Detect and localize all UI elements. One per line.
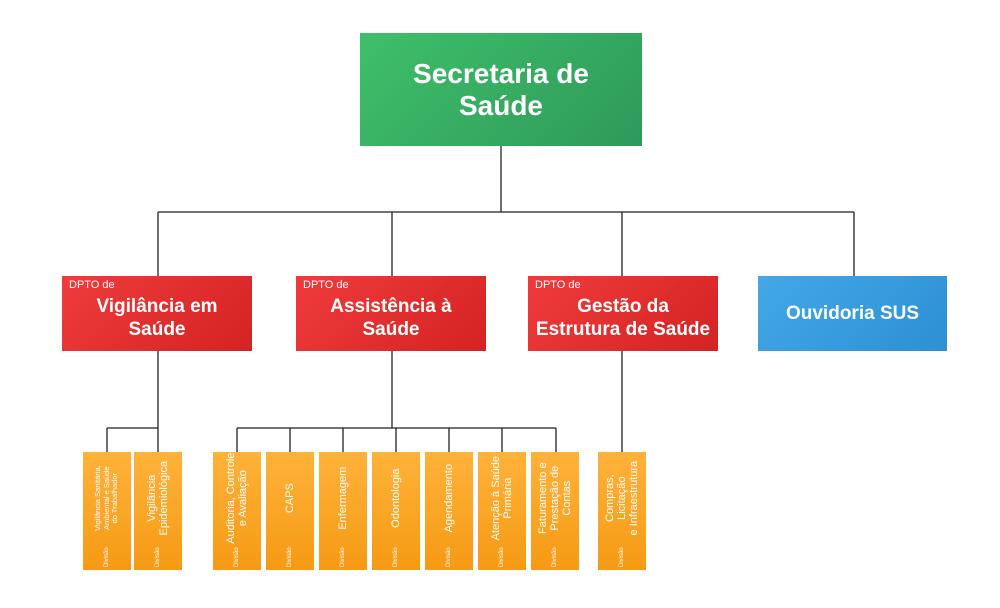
division-prefix: Divisão [619,547,625,567]
dept-prefix: DPTO de [69,279,115,291]
dept-label: Assistência à Saúde [330,296,452,340]
dept-vigilancia-box: DPTO de Vigilância em Saúde [62,276,252,351]
division-label: Faturamento e Prestação de Contas [537,462,573,534]
division-label: Compras, Licitação e Infraestrutura [604,460,640,536]
division-label: Auditoria, Controle e Avaliação [225,452,249,544]
division-label: Vigilância Sanitária, Ambiental e Saúde … [93,465,120,532]
dept-label: Vigilância em Saúde [96,296,218,340]
division-prefix: Divisão [155,547,161,567]
division-prefix: Divisão [104,547,110,567]
division-label: Atenção à Saúde Primária [490,455,514,541]
division-box: Divisão CAPS [266,452,314,570]
dept-prefix: DPTO de [303,279,349,291]
division-box: Divisão Enfermagem [319,452,367,570]
division-label: Vigilância Epidemiológica [146,460,170,536]
division-box: Divisão Atenção à Saúde Primária [478,452,526,570]
division-prefix: Divisão [499,547,505,567]
division-box: Divisão Auditoria, Controle e Avaliação [213,452,261,570]
division-prefix: Divisão [446,547,452,567]
division-label: Odontologia [390,468,402,528]
division-box: Divisão Vigilância Sanitária, Ambiental e… [83,452,131,570]
division-box: Divisão Vigilância Epidemiológica [134,452,182,570]
division-label: CAPS [284,483,296,514]
dept-label: Gestão da Estrutura de Saúde [535,296,711,340]
division-box: Divisão Odontologia [372,452,420,570]
ouvidoria-label: Ouvidoria SUS [785,302,920,324]
division-prefix: Divisão [287,547,293,567]
division-label: Agendamento [443,463,455,533]
division-prefix: Divisão [340,547,346,567]
secretaria-de-saude-box: Secretaria de Saúde [360,33,642,146]
division-box: Divisão Compras, Licitação e Infraestrutu… [598,452,646,570]
ouvidoria-sus-box: Ouvidoria SUS [758,276,947,351]
division-prefix: Divisão [234,547,240,567]
dept-gestao-box: DPTO de Gestão da Estrutura de Saúde [528,276,718,351]
division-box: Divisão Faturamento e Prestação de Contas [531,452,579,570]
division-prefix: Divisão [552,547,558,567]
secretaria-label: Secretaria de Saúde [413,57,589,121]
dept-assistencia-box: DPTO de Assistência à Saúde [296,276,486,351]
division-prefix: Divisão [393,547,399,567]
division-box: Divisão Agendamento [425,452,473,570]
dept-prefix: DPTO de [535,279,581,291]
division-label: Enfermagem [337,466,349,530]
